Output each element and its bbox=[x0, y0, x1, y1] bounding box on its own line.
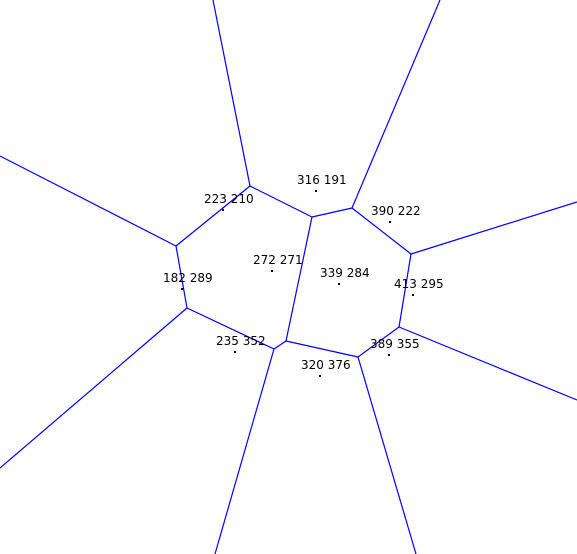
voronoi-edge bbox=[212, 0, 251, 187]
voronoi-edge bbox=[0, 155, 177, 247]
site-point: 339 284 bbox=[320, 266, 370, 285]
voronoi-edge bbox=[214, 348, 275, 554]
site-point: 390 222 bbox=[371, 204, 421, 223]
site-dot bbox=[319, 375, 321, 377]
site-dot bbox=[181, 288, 183, 290]
site-label: 223 210 bbox=[204, 192, 254, 206]
site-dot bbox=[315, 190, 317, 192]
voronoi-edge bbox=[249, 185, 313, 218]
site-label: 182 289 bbox=[163, 271, 213, 285]
site-point: 223 210 bbox=[204, 192, 254, 211]
site-label: 413 295 bbox=[394, 277, 444, 291]
voronoi-edge bbox=[186, 307, 275, 350]
voronoi-edge bbox=[398, 326, 577, 401]
voronoi-edge bbox=[273, 340, 287, 350]
site-dot bbox=[388, 354, 390, 356]
site-label: 390 222 bbox=[371, 204, 421, 218]
site-label: 320 376 bbox=[301, 358, 351, 372]
voronoi-edge bbox=[398, 253, 412, 328]
voronoi-edge bbox=[285, 216, 313, 342]
voronoi-edge bbox=[410, 201, 577, 255]
voronoi-edge bbox=[175, 185, 251, 247]
site-label: 272 271 bbox=[253, 253, 303, 267]
voronoi-sites: 316 191 223 210 390 222 272 271 339 284 182 2… bbox=[163, 173, 444, 377]
voronoi-edge bbox=[285, 340, 359, 358]
site-label: 339 284 bbox=[320, 266, 370, 280]
site-dot bbox=[338, 283, 340, 285]
site-point: 320 376 bbox=[301, 358, 351, 377]
site-label: 316 191 bbox=[297, 173, 347, 187]
site-dot bbox=[234, 351, 236, 353]
site-dot bbox=[412, 294, 414, 296]
site-dot bbox=[389, 221, 391, 223]
site-point: 272 271 bbox=[253, 253, 303, 272]
site-point: 316 191 bbox=[297, 173, 347, 192]
site-point: 413 295 bbox=[394, 277, 444, 296]
site-dot bbox=[271, 270, 273, 272]
voronoi-edge bbox=[351, 207, 412, 255]
site-point: 389 355 bbox=[370, 337, 420, 356]
voronoi-edge bbox=[311, 207, 353, 218]
site-label: 235 352 bbox=[216, 334, 266, 348]
site-point: 182 289 bbox=[163, 271, 213, 290]
voronoi-edge bbox=[351, 0, 441, 209]
site-point: 235 352 bbox=[216, 334, 266, 353]
site-dot bbox=[222, 209, 224, 211]
voronoi-edge bbox=[357, 326, 400, 358]
voronoi-edge bbox=[357, 356, 417, 554]
site-label: 389 355 bbox=[370, 337, 420, 351]
voronoi-edge bbox=[0, 307, 188, 469]
voronoi-edge bbox=[175, 245, 188, 309]
